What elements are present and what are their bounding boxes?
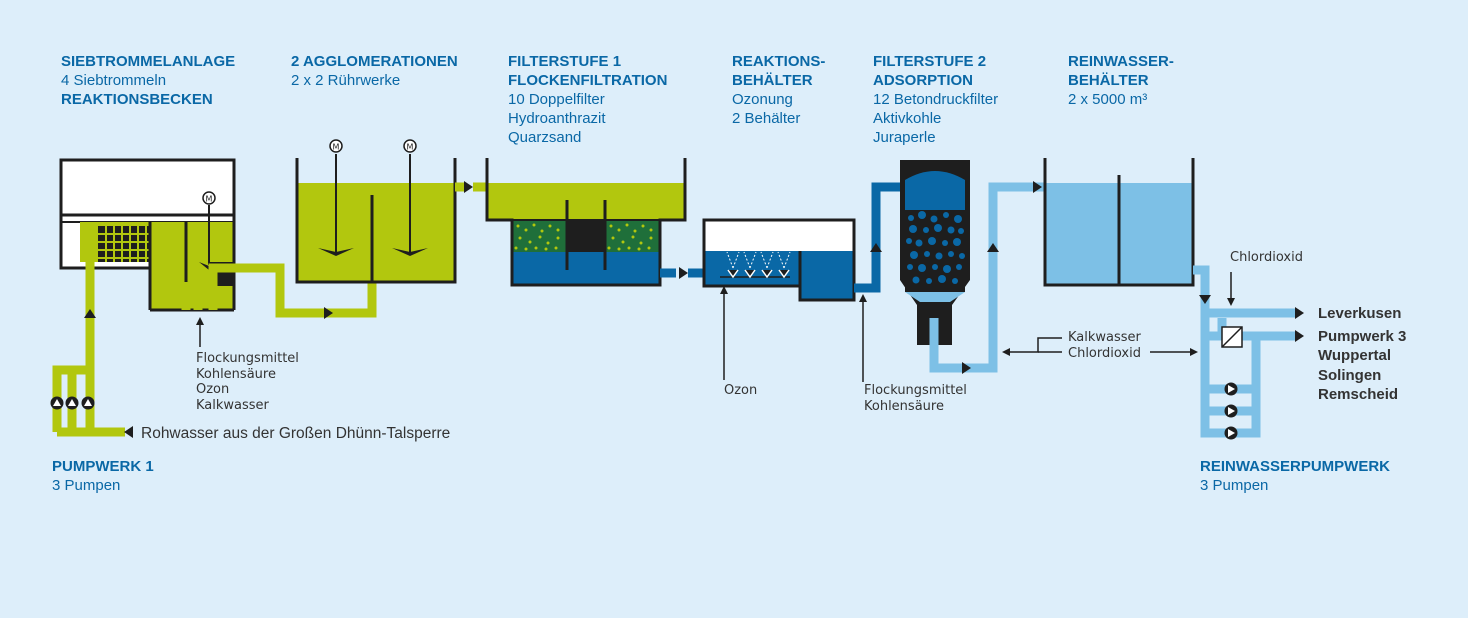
- flow-arrow-icon: [962, 362, 971, 374]
- clean-water-pipes: [1193, 265, 1295, 438]
- flow-arrow-icon: [859, 294, 867, 302]
- flow-arrow-icon: [1033, 181, 1042, 193]
- destination-list: Leverkusen Pumpwerk 3 Wuppertal Solingen…: [1318, 304, 1406, 405]
- flow-arrow-icon: [196, 317, 204, 325]
- agglomeration-tank: [295, 154, 457, 284]
- clean-water-tank: [1043, 158, 1195, 287]
- pipe-to-agglomeration: [181, 263, 377, 318]
- flow-arrow-icon: [464, 181, 473, 193]
- flow-arrow-icon: [1295, 307, 1304, 319]
- destination-item: Wuppertal: [1318, 347, 1392, 364]
- pipe-to-filter-2: [854, 182, 902, 293]
- flow-arrow-icon: [1227, 298, 1235, 306]
- destination-item: Remscheid: [1318, 386, 1399, 403]
- svg-text:M: M: [407, 143, 414, 152]
- dosing-label-filter-2: Flockungsmittel Kohlensäure: [864, 383, 967, 414]
- stage-label-reaction-tank: REAKTIONS- BEHÄLTER Ozonung 2 Behälter: [732, 53, 826, 127]
- stage-label-clean-water-pump-station: REINWASSERPUMPWERK 3 Pumpen: [1200, 458, 1391, 494]
- svg-text:M: M: [206, 195, 213, 204]
- pump-icon: [1224, 404, 1238, 418]
- source-label: Rohwasser aus der Großen Dhünn-Talsperre: [141, 425, 451, 442]
- flow-arrow-icon: [324, 307, 333, 319]
- stage-label-clean-water-tank: REINWASSER- BEHÄLTER 2 x 5000 m³: [1068, 53, 1174, 108]
- pump-icon: [1224, 382, 1238, 396]
- destination-item: Solingen: [1318, 366, 1382, 384]
- filter-stage-2: [900, 160, 970, 345]
- flow-arrow-icon: [870, 243, 882, 252]
- dosing-label-clean-tank: Chlordioxid: [1230, 250, 1303, 265]
- flow-arrow-icon: [720, 286, 728, 294]
- motor-icon: M: [403, 139, 417, 153]
- stage-label-filter-2: FILTERSTUFE 2 ADSORPTION 12 Betondruckfi…: [873, 53, 999, 146]
- filter-stage-1: [485, 158, 687, 287]
- destination-item: Leverkusen: [1318, 305, 1402, 322]
- flow-arrow-icon: [1295, 330, 1304, 342]
- flow-arrow-icon: [679, 267, 688, 279]
- ozone-reaction-tank: [702, 218, 856, 302]
- dosing-label-ozone: Ozon: [724, 383, 758, 398]
- stage-label-pump-station-1: PUMPWERK 1 3 Pumpen: [52, 458, 154, 494]
- destination-item: Pumpwerk 3: [1318, 327, 1407, 345]
- stage-label-agglomeration: 2 AGGLOMERATIONEN 2 x 2 Rührwerke: [291, 53, 458, 89]
- dosing-label-stage-1: Flockungsmittel Kohlensäure Ozon Kalkwas…: [196, 351, 299, 413]
- flow-arrow-icon: [987, 243, 999, 252]
- valve-icon: [1221, 326, 1243, 348]
- flow-arrow-icon: [1190, 348, 1198, 356]
- flow-arrow-icon: [1002, 348, 1010, 356]
- svg-text:M: M: [333, 143, 340, 152]
- pump-icon: [1224, 426, 1238, 440]
- flow-arrow-icon: [124, 426, 133, 438]
- pump-station-1: [50, 396, 95, 410]
- stage-label-filter-1: FILTERSTUFE 1 FLOCKENFILTRATION 10 Doppe…: [508, 53, 668, 146]
- dosing-label-post: Kalkwasser Chlordioxid: [1068, 330, 1141, 361]
- drum-screen-unit: [59, 158, 236, 312]
- flow-arrow-icon: [1199, 295, 1211, 304]
- raw-water-pipes: [52, 262, 125, 437]
- dosing-line: [1010, 337, 1190, 353]
- pipe-from-filter-2: [929, 182, 1045, 373]
- motor-icon: M: [202, 191, 216, 205]
- stage-label-drum-screen: SIEBTROMMELANLAGE 4 Siebtrommeln REAKTIO…: [61, 53, 236, 108]
- motor-icon: M: [329, 139, 343, 153]
- flow-arrow-icon: [84, 309, 96, 318]
